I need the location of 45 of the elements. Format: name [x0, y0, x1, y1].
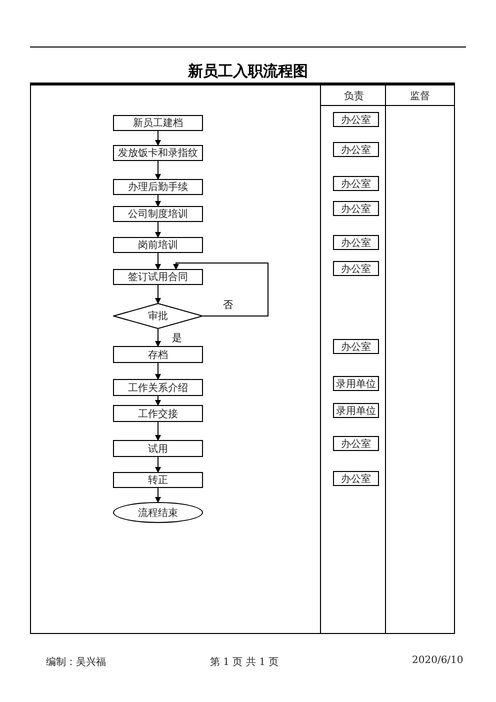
arrow [155, 422, 161, 441]
responsible-party-box: 办公室 [333, 436, 379, 451]
responsible-party-box: 录用单位 [333, 376, 379, 391]
arrow [155, 456, 161, 473]
diagram-title: 新员工入职流程图 [186, 62, 309, 81]
responsible-party-box: 办公室 [333, 339, 379, 354]
arrow [155, 194, 161, 207]
responsible-party-box: 办公室 [333, 261, 379, 276]
responsible-party-box: 录用单位 [333, 403, 379, 418]
responsible-party-box: 办公室 [333, 471, 379, 486]
arrow [155, 284, 161, 304]
process-box: 工作交接 [113, 405, 203, 422]
page-number: 第 1 页 共 1 页 [210, 656, 279, 669]
arrow [155, 328, 161, 347]
arrow [155, 396, 161, 406]
arrow [155, 222, 161, 238]
process-box: 岗前培训 [113, 237, 203, 253]
process-box: 转正 [113, 472, 203, 488]
column-header: 负责 [344, 90, 364, 103]
process-box: 发放饭卡和录指纹 [113, 145, 203, 161]
responsible-party-box: 办公室 [333, 176, 379, 191]
arrow [173, 262, 268, 316]
process-box: 签订试用合同 [113, 269, 203, 285]
edge-label: 否 [222, 300, 234, 312]
responsible-party-box: 办公室 [333, 235, 379, 250]
arrow [155, 252, 161, 270]
arrow [155, 488, 161, 503]
column-header: 监督 [410, 90, 430, 103]
process-box: 存档 [113, 346, 203, 363]
process-box: 工作关系介绍 [113, 379, 203, 396]
arrow [155, 160, 161, 180]
arrow [155, 362, 161, 380]
edge-label: 是 [171, 333, 183, 345]
date-text: 2020/6/10 [412, 655, 464, 666]
responsible-party-box: 办公室 [333, 201, 379, 216]
process-box: 新员工建档 [113, 115, 203, 131]
process-box: 试用 [113, 440, 203, 457]
author-note: 编制：吴兴福 [46, 656, 106, 669]
responsible-party-box: 办公室 [333, 112, 379, 127]
process-box: 办理后勤手续 [113, 179, 203, 195]
arrow [155, 130, 161, 146]
decision-diamond: 审批 [113, 303, 203, 329]
terminal-ellipse: 流程结束 [113, 502, 203, 523]
responsible-party-box: 办公室 [333, 142, 379, 157]
process-box: 公司制度培训 [113, 206, 203, 222]
